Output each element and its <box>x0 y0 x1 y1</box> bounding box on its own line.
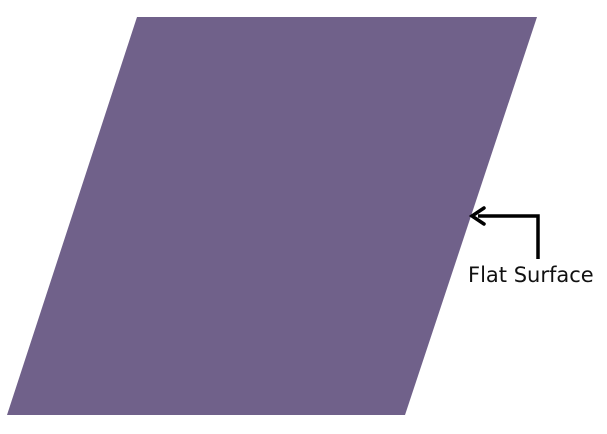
callout-label: Flat Surface <box>468 263 594 287</box>
callout-arrow <box>468 206 540 259</box>
flat-surface-parallelogram <box>7 17 537 415</box>
callout-arrow-line <box>478 214 540 259</box>
callout-arrowhead-icon <box>468 206 486 226</box>
